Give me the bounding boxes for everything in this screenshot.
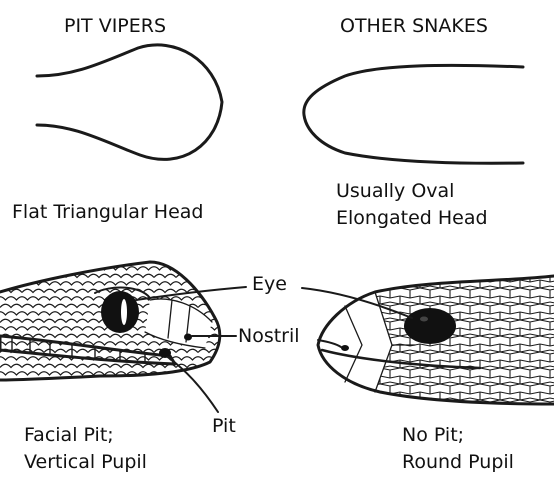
flat-triangular-head-caption: Flat Triangular Head: [12, 200, 203, 224]
other-snake-caption-line-1: No Pit;: [402, 422, 514, 449]
triangular-head-outline: [37, 45, 222, 159]
pit-viper-caption-line-1: Facial Pit;: [24, 422, 147, 449]
eye-callout: Eye: [252, 272, 287, 296]
pit-viper-head-illustration: [0, 255, 230, 385]
other-snake-head-illustration: [310, 270, 554, 410]
other-snake-caption-line-2: Round Pupil: [402, 449, 514, 476]
nostril-callout: Nostril: [238, 324, 300, 348]
oval-head-caption-line-1: Usually Oval: [336, 178, 488, 205]
vertical-pupil-eye: [101, 291, 139, 333]
viper-nostril: [184, 334, 192, 341]
pit-vipers-heading: PIT VIPERS: [64, 14, 166, 38]
pit-viper-caption-line-2: Vertical Pupil: [24, 449, 147, 476]
facial-pit: [159, 348, 171, 358]
round-pupil-eye: [404, 308, 456, 344]
oval-head-caption-line-2: Elongated Head: [336, 205, 488, 232]
pit-callout: Pit: [212, 414, 236, 438]
other-nostril: [341, 345, 349, 351]
oval-head-outline: [304, 65, 523, 163]
other-snake-caption: No Pit; Round Pupil: [402, 422, 514, 476]
oval-head-caption: Usually Oval Elongated Head: [336, 178, 488, 232]
other-snakes-heading: OTHER SNAKES: [340, 14, 488, 38]
pit-viper-caption: Facial Pit; Vertical Pupil: [24, 422, 147, 476]
